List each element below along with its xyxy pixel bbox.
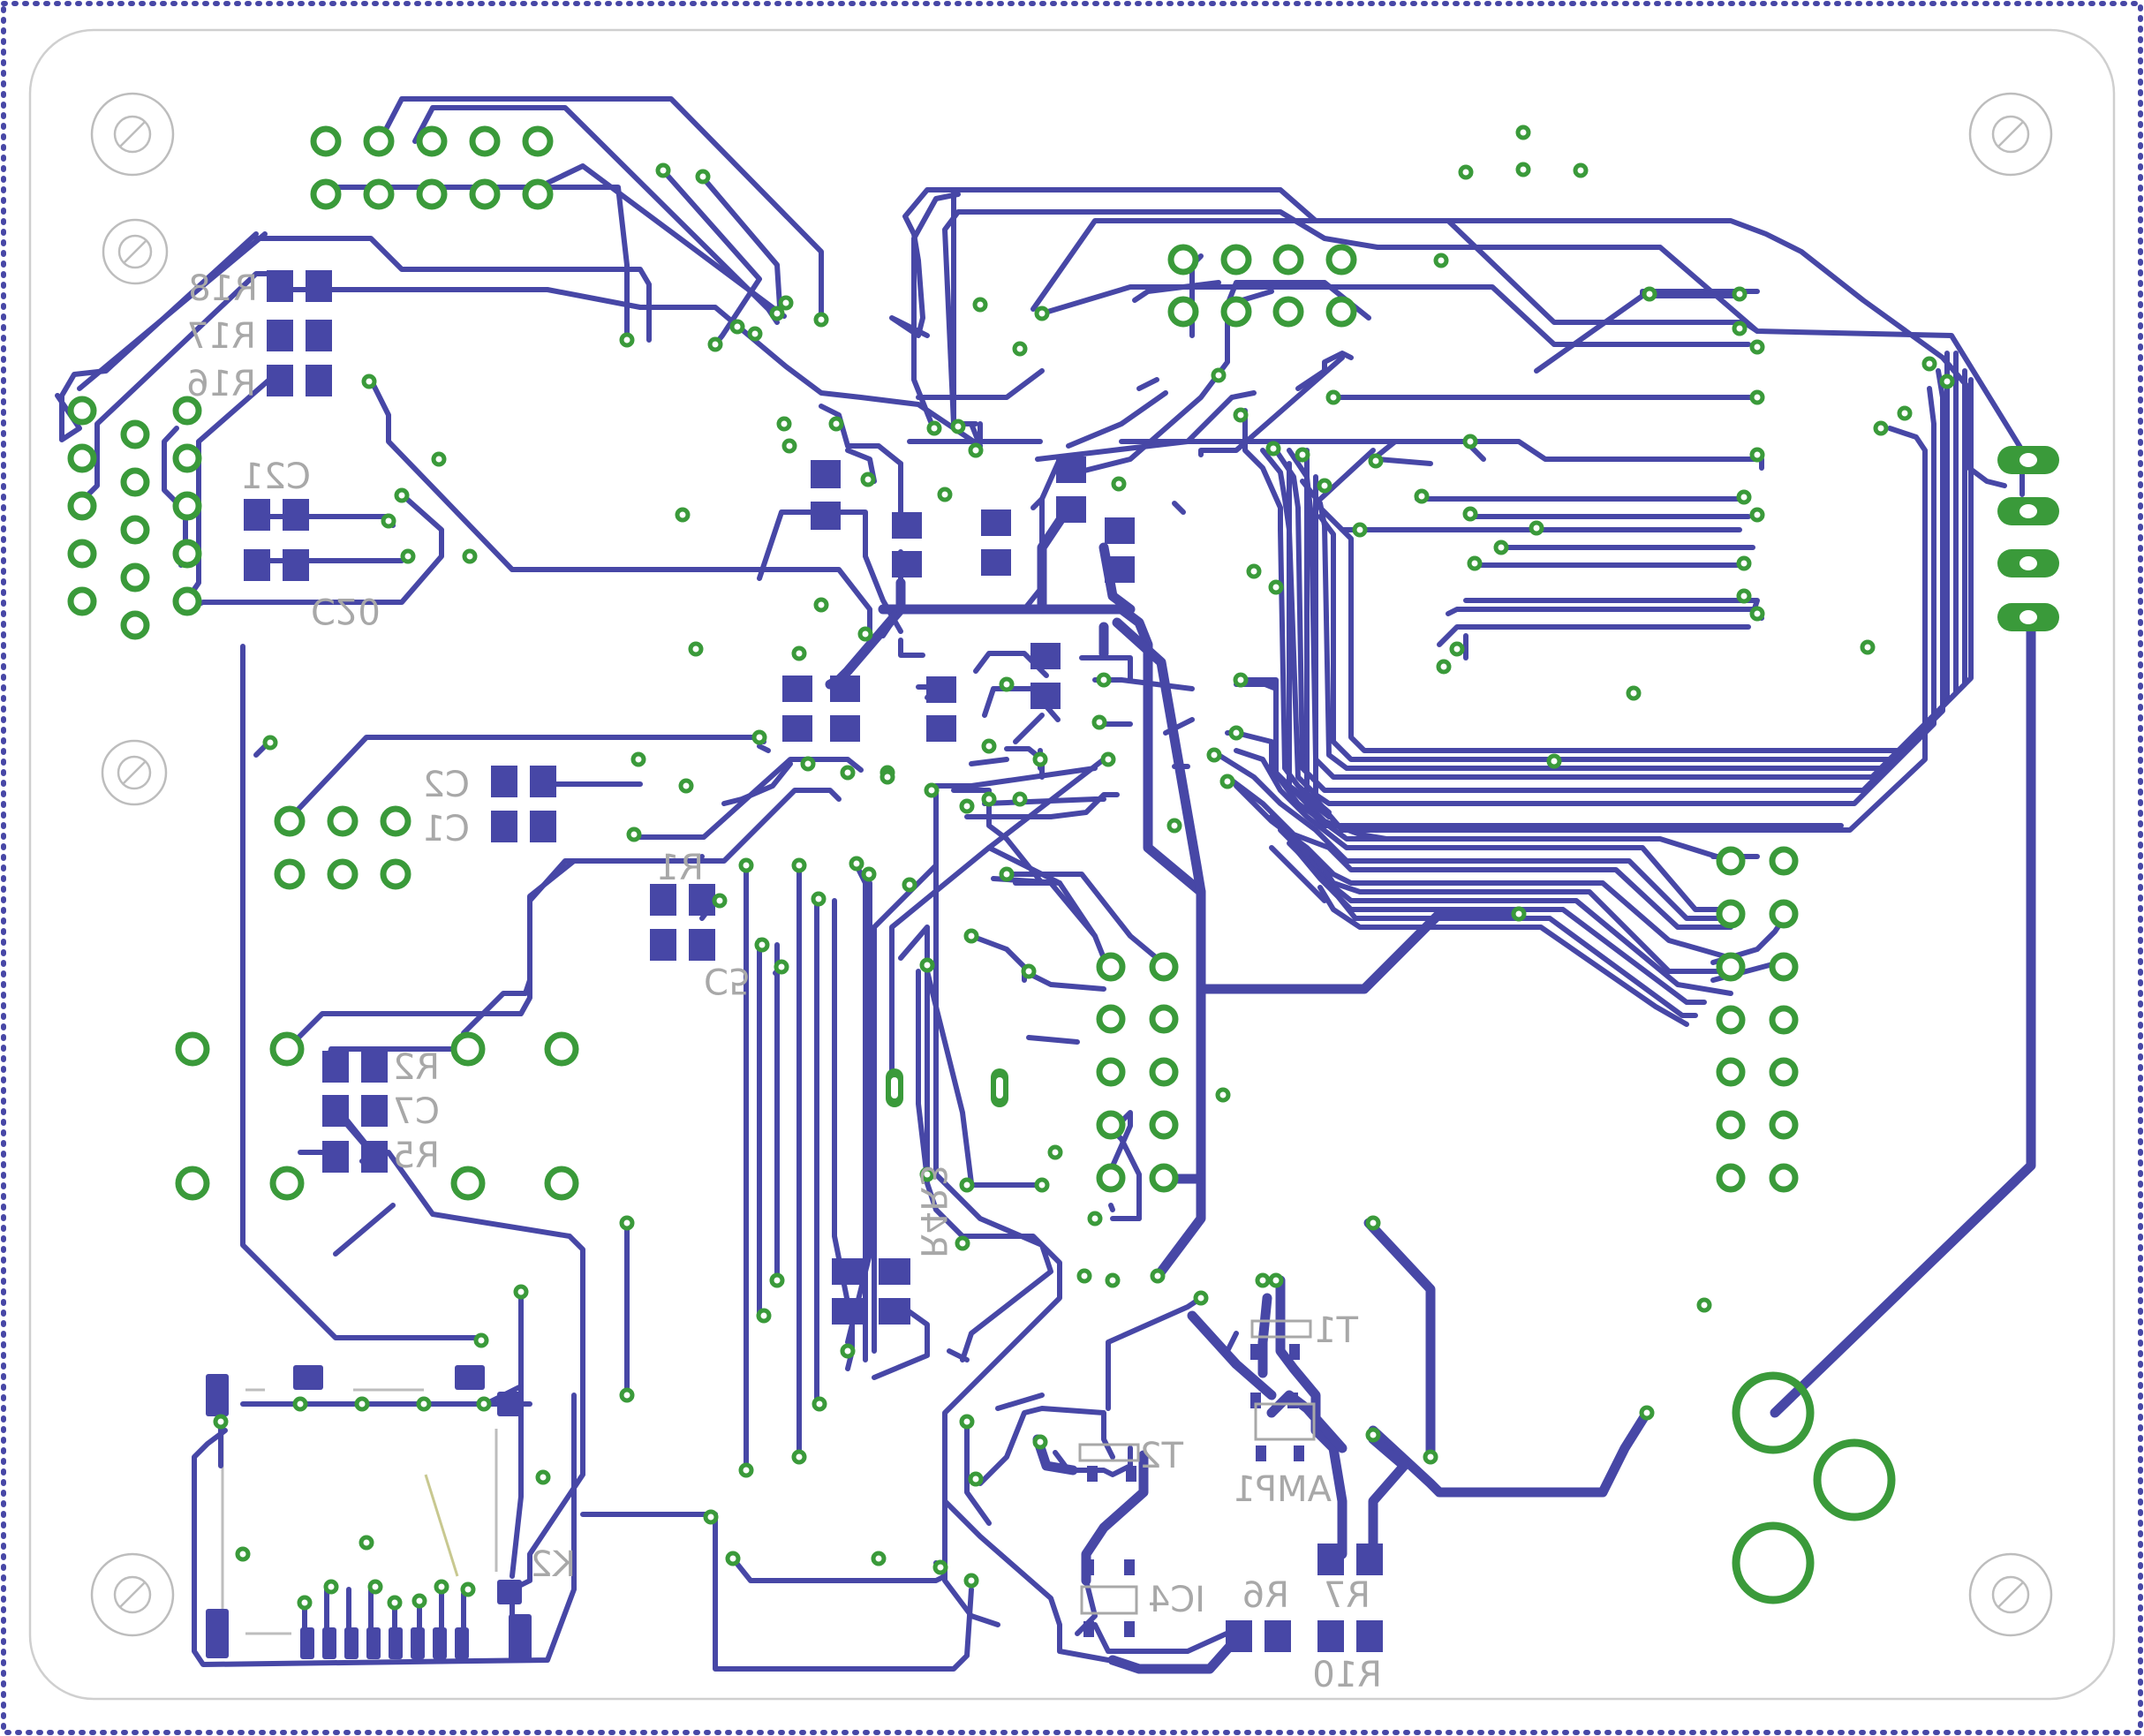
label-r2: R2 [393, 1047, 440, 1088]
sd-card-outline [221, 1388, 498, 1635]
label-t2: T2 [1139, 1436, 1184, 1476]
label-t1: T1 [1314, 1310, 1359, 1351]
mounting-hole-bottom-left [90, 1552, 175, 1637]
vias [213, 125, 1955, 1611]
oval-connector-right [1997, 446, 2059, 631]
label-c20: C20 [311, 590, 381, 630]
label-c21: C21 [241, 457, 311, 497]
label-c2: C2 [423, 765, 470, 805]
push-buttons [175, 1031, 579, 1201]
label-r16: R16 [186, 364, 256, 404]
label-c5: C5 [704, 960, 751, 1000]
traces [55, 96, 2025, 1672]
header-right [1716, 846, 1799, 1193]
label-r6: R6 [1242, 1575, 1289, 1616]
header-center [1096, 952, 1179, 1193]
label-ic4: IC4 [1148, 1580, 1205, 1620]
smd-pads [206, 270, 1383, 1662]
label-r10: R10 [1312, 1655, 1382, 1695]
header-top-left [310, 125, 554, 210]
through-hole-pads [67, 125, 2059, 1604]
label-k2: K2 [530, 1544, 576, 1585]
label-r17: R17 [186, 316, 256, 357]
crystal-pads [886, 1068, 1008, 1107]
component-outlines [1078, 1319, 1316, 1615]
header-left-middle [274, 805, 411, 890]
label-amp1: AMP1 [1234, 1469, 1332, 1510]
header-left [67, 396, 202, 640]
label-r7: R7 [1324, 1575, 1370, 1616]
header-top-right [1167, 244, 1357, 328]
silkscreen-labels: R18 R17 R16 C21 C20 C2 C1 R1 C5 R2 C7 R5… [186, 268, 1382, 1695]
label-r18: R18 [188, 268, 258, 309]
label-r1: R1 [657, 848, 704, 888]
mounting-holes [90, 92, 2053, 1637]
mounting-hole-left-1 [102, 218, 169, 285]
label-c1: C1 [423, 809, 470, 849]
label-r4r3: R4R3 [912, 1165, 953, 1258]
power-jack [1732, 1371, 1896, 1604]
mounting-hole-left-2 [101, 739, 168, 806]
label-c7: C7 [393, 1091, 440, 1132]
mounting-hole-top-left [90, 92, 175, 177]
mounting-hole-bottom-right [1968, 1552, 2053, 1637]
label-r5: R5 [393, 1136, 440, 1176]
mounting-hole-top-right [1968, 92, 2053, 177]
board-outline [28, 28, 2116, 1701]
